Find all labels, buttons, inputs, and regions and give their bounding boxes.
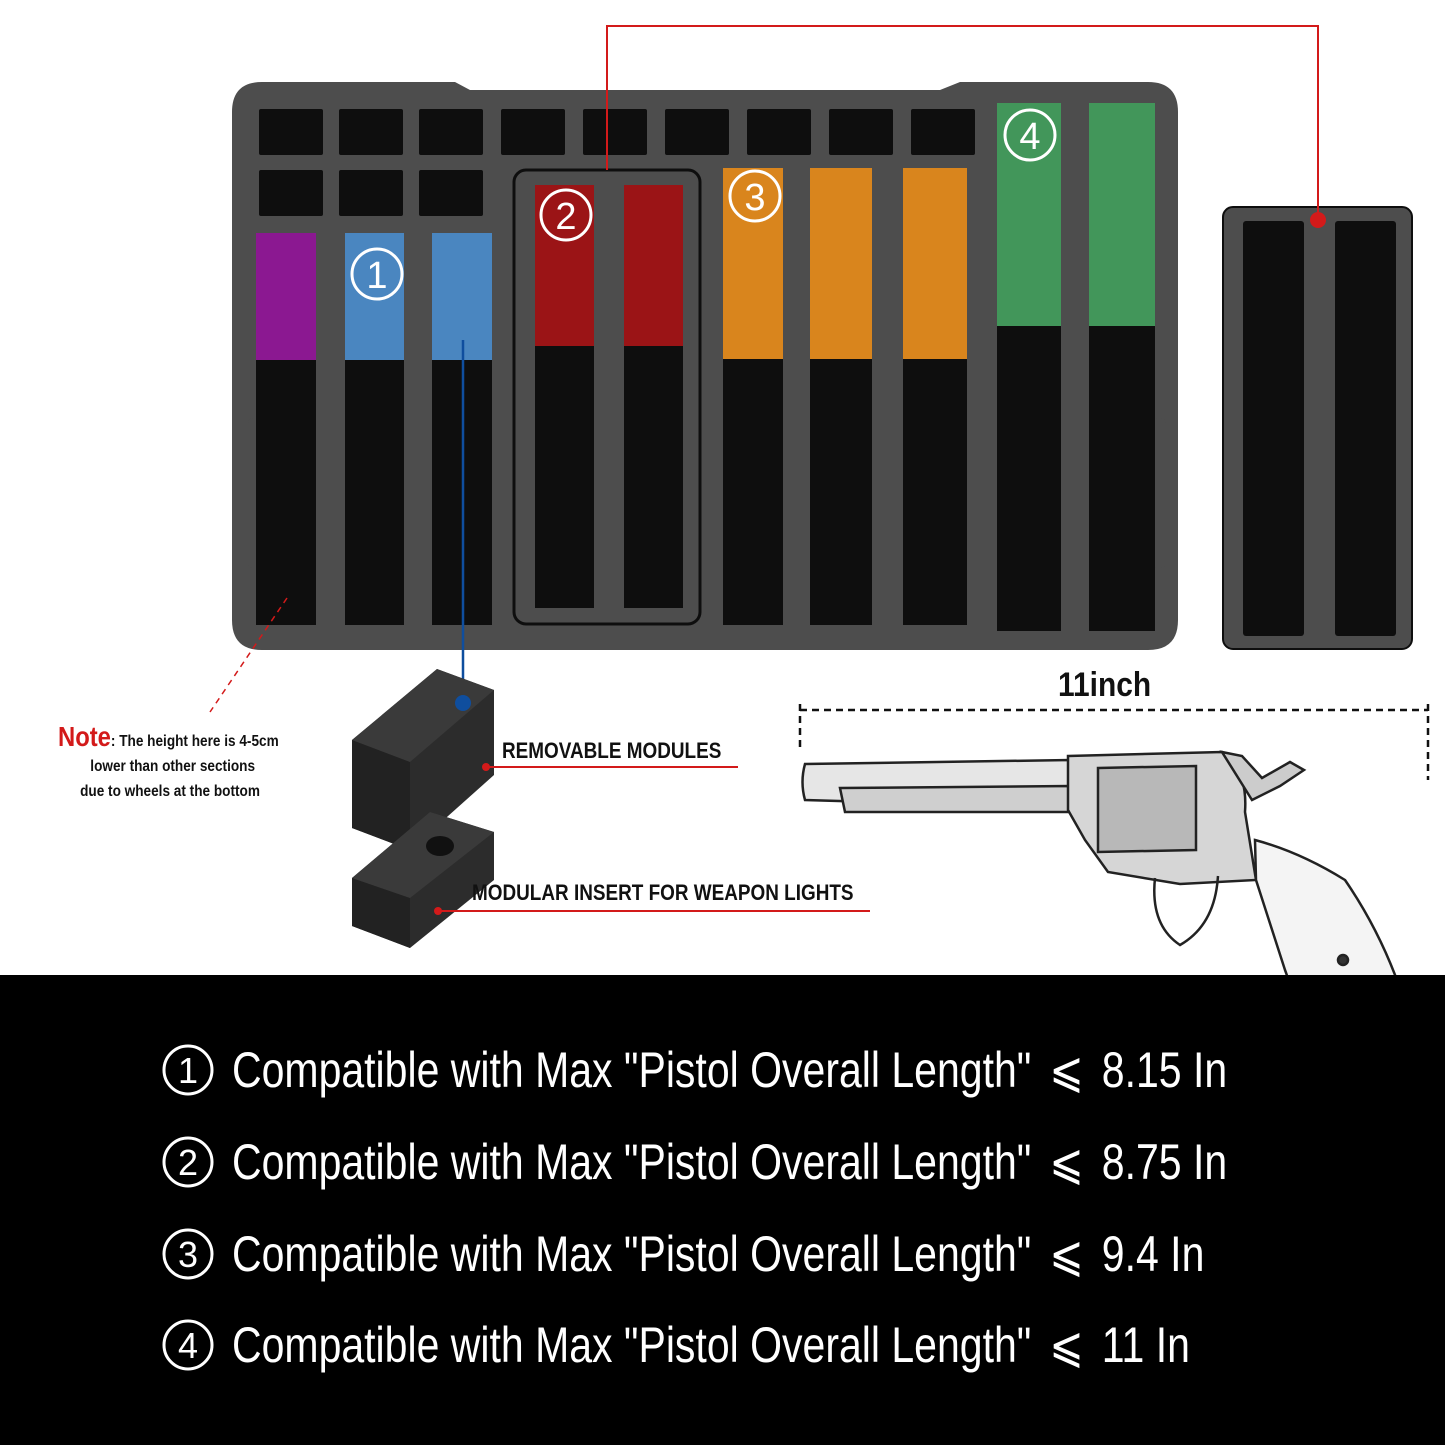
- svg-text:1: 1: [366, 255, 387, 297]
- compat-text-3: Compatible with Max "Pistol Overall Leng…: [232, 1226, 1032, 1282]
- compat-text-4: Compatible with Max "Pistol Overall Leng…: [232, 1317, 1032, 1373]
- compat-value-1: 8.15 In: [1101, 1042, 1228, 1098]
- compat-text-2: Compatible with Max "Pistol Overall Leng…: [232, 1134, 1032, 1190]
- compat-row-4: 4 Compatible with Max "Pistol Overall Le…: [160, 1310, 1400, 1380]
- modular-insert-label: MODULAR INSERT FOR WEAPON LIGHTS: [472, 880, 854, 905]
- note-line-1: : The height here is 4-5cm: [110, 733, 279, 750]
- compat-row-3: 3 Compatible with Max "Pistol Overall Le…: [160, 1219, 1418, 1289]
- removable-foam-block: [352, 669, 494, 850]
- compatibility-panel: [0, 975, 1445, 1445]
- removable-modules-label: REMOVABLE MODULES: [502, 738, 722, 763]
- compat-marker-1: 1: [162, 1044, 214, 1096]
- note-callout: Note: The height here is 4-5cm lower tha…: [58, 721, 358, 804]
- compat-text-1: Compatible with Max "Pistol Overall Leng…: [232, 1042, 1032, 1098]
- compat-op-3: ⩽: [1049, 1226, 1084, 1282]
- compat-row-1: 1 Compatible with Max "Pistol Overall Le…: [160, 1035, 1445, 1105]
- compat-value-4: 11 In: [1101, 1317, 1190, 1373]
- removable-modules-dot: [482, 763, 490, 771]
- modular-insert-dot: [434, 907, 442, 915]
- pistol-slots-section-1: [345, 233, 492, 625]
- note-line-3: due to wheels at the bottom: [80, 783, 260, 800]
- section-marker-3: 3: [728, 169, 782, 223]
- compat-marker-4: 4: [162, 1319, 214, 1371]
- svg-text:1: 1: [178, 1050, 198, 1091]
- note-line-2: lower than other sections: [90, 758, 256, 775]
- side-tray-leader-line: [606, 25, 1319, 220]
- section-marker-2: 2: [539, 188, 593, 242]
- pistol-slot-purple: [256, 233, 316, 625]
- revolver-illustration: [801, 750, 1397, 975]
- pistol-slots-section-3: [723, 168, 967, 625]
- dimension-line: [798, 704, 1430, 780]
- svg-text:4: 4: [1019, 116, 1040, 158]
- svg-text:2: 2: [178, 1142, 198, 1183]
- pistol-slots-section-2: [535, 185, 683, 608]
- foam-insert-diagram: 1 2 3 4: [209, 25, 1430, 975]
- small-compartments: [259, 109, 975, 216]
- pistol-slots-section-4: [997, 103, 1155, 631]
- compat-value-2: 8.75 In: [1101, 1134, 1228, 1190]
- compat-op-2: ⩽: [1049, 1134, 1084, 1190]
- removable-module-leader-dot: [455, 695, 471, 711]
- svg-text:3: 3: [178, 1234, 198, 1275]
- compat-marker-2: 2: [162, 1136, 214, 1188]
- side-tray-leader-dot: [1310, 212, 1326, 228]
- compat-row-2: 2 Compatible with Max "Pistol Overall Le…: [160, 1127, 1445, 1197]
- compat-marker-3: 3: [162, 1228, 214, 1280]
- compat-op-1: ⩽: [1049, 1042, 1084, 1098]
- compat-value-3: 9.4 In: [1101, 1226, 1205, 1282]
- modular-light-insert-block: [352, 812, 494, 948]
- dimension-label: 11inch: [1058, 666, 1152, 704]
- section-marker-1: 1: [350, 247, 404, 301]
- section-marker-4: 4: [1003, 108, 1057, 162]
- note-leader-line: [209, 597, 288, 713]
- note-word: Note: [58, 721, 111, 752]
- side-foam-tray: [1222, 206, 1413, 650]
- svg-text:2: 2: [555, 196, 576, 238]
- compat-op-4: ⩽: [1049, 1317, 1084, 1373]
- svg-text:4: 4: [178, 1325, 198, 1366]
- tray-edge-bump-right: [1152, 418, 1166, 568]
- svg-text:3: 3: [744, 177, 765, 219]
